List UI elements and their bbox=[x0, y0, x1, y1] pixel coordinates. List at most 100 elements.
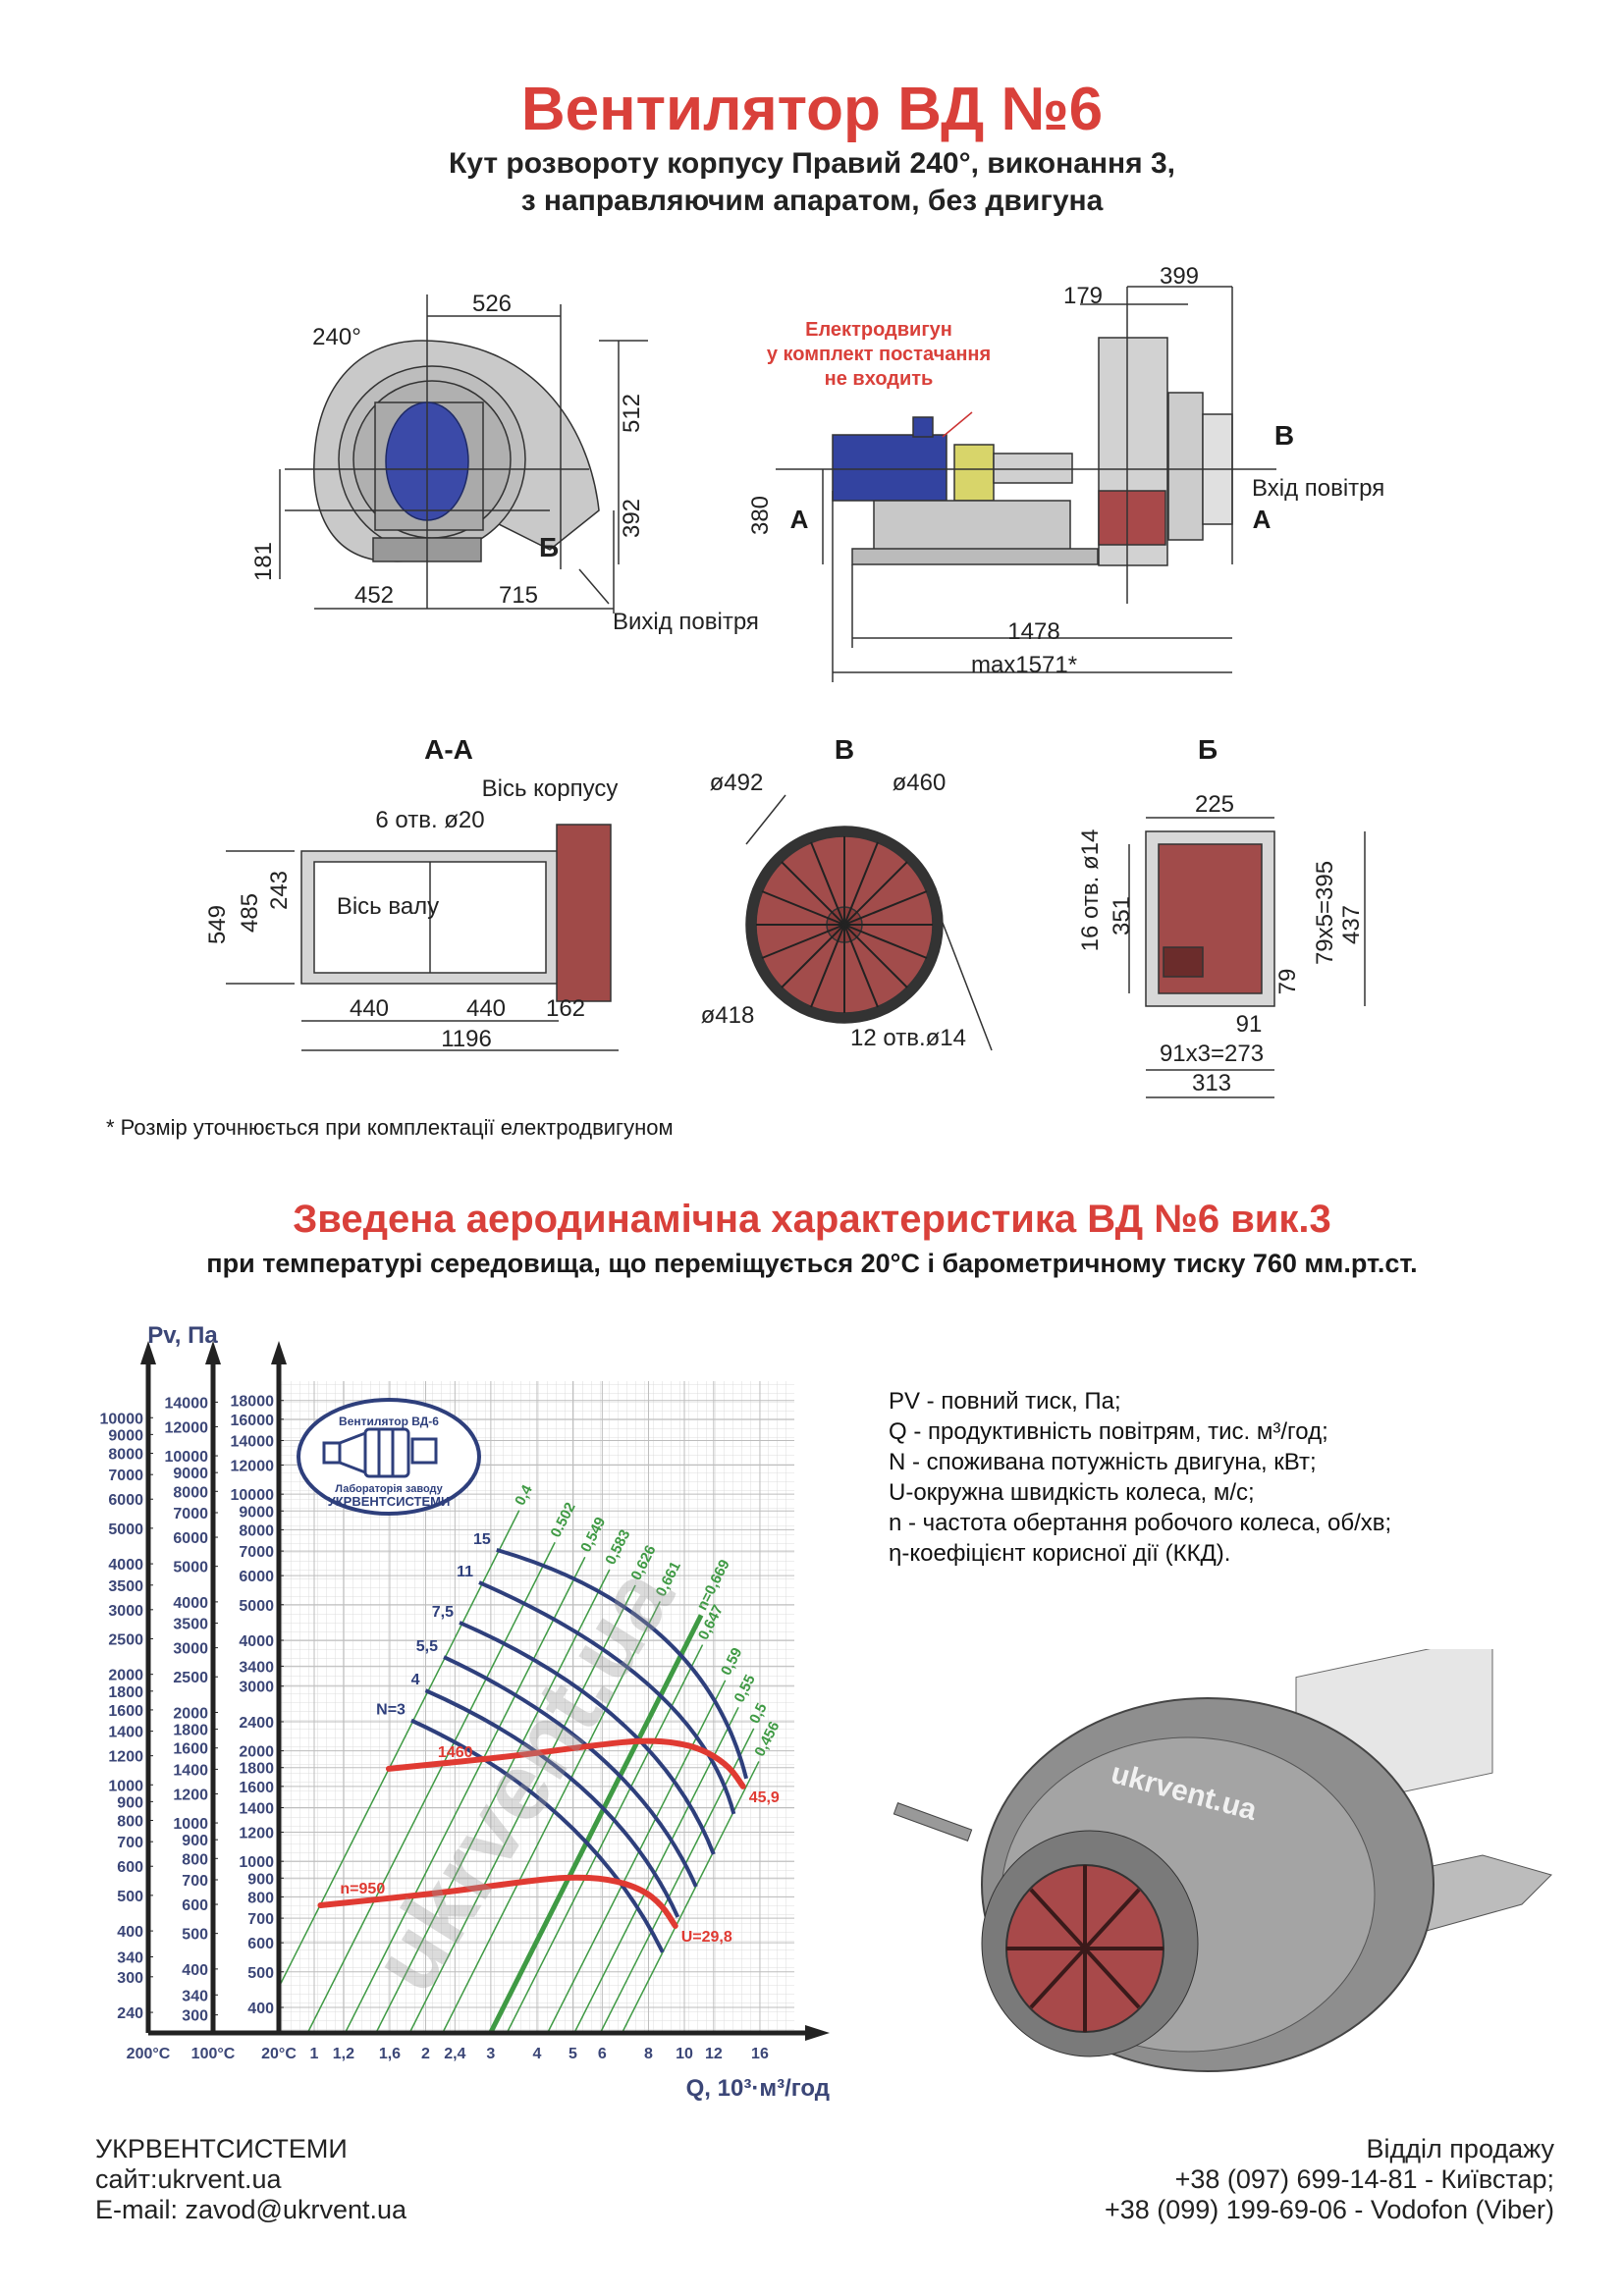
y-tick-label: 6000 bbox=[239, 1569, 274, 1585]
dim-273: 91х3=273 bbox=[1159, 1041, 1265, 1067]
y-tick-label: 700 bbox=[117, 1835, 143, 1851]
power-curve bbox=[443, 1655, 698, 1888]
legend-item-rpm: n - частота обертання робочого колеса, о… bbox=[889, 1510, 1392, 1536]
temp-axis-label: 200°C bbox=[127, 2046, 171, 2062]
x-tick-label: 1,6 bbox=[379, 2046, 401, 2062]
holes-aa-label: 6 отв. ø20 bbox=[375, 807, 485, 833]
x-axis-arrow-icon bbox=[805, 2025, 830, 2041]
dim-91: 91 bbox=[1235, 1011, 1263, 1038]
efficiency-line bbox=[344, 1556, 586, 2034]
footer-right: Відділ продажу +38 (097) 699-14-81 - Киї… bbox=[1105, 2134, 1554, 2225]
axis-housing-label: Вісь корпусу bbox=[481, 775, 619, 802]
y-tick-label: 7000 bbox=[239, 1544, 274, 1561]
y-tick-label: 900 bbox=[182, 1833, 208, 1849]
y-tick-label: 9000 bbox=[108, 1427, 143, 1444]
y-tick-label: 400 bbox=[247, 2001, 274, 2017]
x-tick-label: 1 bbox=[310, 2046, 319, 2062]
y-axis-arrow-icon bbox=[205, 1341, 221, 1364]
y-tick-label: 3000 bbox=[239, 1680, 274, 1696]
inlet-label: Вхід повітря bbox=[1252, 475, 1385, 502]
dim-440-a: 440 bbox=[349, 995, 390, 1022]
y-tick-label: 2400 bbox=[239, 1715, 274, 1732]
sales-label: Відділ продажу bbox=[1366, 2134, 1554, 2163]
power-curve bbox=[478, 1580, 736, 1815]
y-tick-label: 500 bbox=[117, 1889, 143, 1905]
y-tick-label: 3000 bbox=[173, 1641, 208, 1658]
efficiency-line bbox=[546, 1680, 727, 2034]
y-tick-label: 2000 bbox=[108, 1668, 143, 1684]
y-tick-label: 1400 bbox=[108, 1725, 143, 1741]
legend: PV - повний тиск, Па; Q - продуктивність… bbox=[889, 1386, 1391, 1569]
y-tick-label: 500 bbox=[247, 1965, 274, 1982]
efficiency-line bbox=[441, 1601, 661, 2034]
y-tick-label: 900 bbox=[247, 1871, 274, 1888]
y-tick-label: 5000 bbox=[239, 1598, 274, 1615]
x-tick-label: 1,2 bbox=[333, 2046, 354, 2062]
efficiency-line bbox=[408, 1584, 636, 2034]
subtitle-line-1: Кут розвороту корпусу Правий 240°, викон… bbox=[448, 147, 1175, 180]
dim-162: 162 bbox=[545, 995, 586, 1022]
y-tick-label: 1400 bbox=[173, 1762, 208, 1779]
axis-shaft-label: Вісь валу bbox=[336, 893, 440, 920]
dim-1478: 1478 bbox=[1007, 618, 1060, 645]
dim-395: 79х5=395 bbox=[1312, 860, 1338, 966]
y-tick-label: 6000 bbox=[108, 1492, 143, 1509]
y-axis-arrow-icon bbox=[140, 1341, 156, 1364]
footer-left: УКРВЕНТСИСТЕМИ сайт:ukrvent.ua E-mail: z… bbox=[95, 2134, 406, 2225]
performance-chart: Вентилятор ВД-6 Лабораторія заводу УКРВЕ… bbox=[100, 1322, 830, 2102]
dim-437: 437 bbox=[1338, 904, 1365, 945]
phone-kyivstar[interactable]: +38 (097) 699-14-81 - Київстар; bbox=[1174, 2164, 1554, 2194]
site-link[interactable]: сайт:ukrvent.ua bbox=[95, 2164, 282, 2194]
y-tick-label: 2500 bbox=[173, 1670, 208, 1686]
section-aa-title: А-А bbox=[424, 734, 473, 765]
dim-492: ø492 bbox=[709, 770, 764, 796]
power-curve bbox=[496, 1548, 749, 1780]
phone-vodafone[interactable]: +38 (099) 199-69-06 - Vodofon (Viber) bbox=[1104, 2195, 1554, 2224]
mark-a-right: А bbox=[1252, 505, 1272, 534]
y-tick-label: 4000 bbox=[239, 1633, 274, 1650]
y-tick-label: 400 bbox=[117, 1924, 143, 1941]
y-tick-label: 9000 bbox=[173, 1466, 208, 1482]
power-curve-label: 7,5 bbox=[432, 1604, 454, 1621]
chart-section-title: Зведена аеродинамічна характеристика ВД … bbox=[293, 1198, 1331, 1241]
y-tick-label: 12000 bbox=[231, 1459, 275, 1475]
y-tick-label: 1600 bbox=[239, 1780, 274, 1796]
dim-181: 181 bbox=[250, 541, 277, 582]
motor-note-3: не входить bbox=[824, 368, 934, 390]
y-tick-label: 8000 bbox=[239, 1522, 274, 1539]
dim-715: 715 bbox=[498, 582, 539, 609]
dim-max1571: max1571* bbox=[970, 652, 1078, 678]
x-tick-label: 3 bbox=[486, 2046, 495, 2062]
legend-item-n: N - споживана потужність двигуна, кВт; bbox=[889, 1449, 1317, 1475]
section-bb-title: Б bbox=[1197, 734, 1218, 765]
email-link[interactable]: E-mail: zavod@ukrvent.ua bbox=[95, 2195, 407, 2224]
y-tick-label: 1000 bbox=[108, 1778, 143, 1794]
y-tick-label: 700 bbox=[182, 1873, 208, 1890]
y-tick-label: 12000 bbox=[165, 1419, 209, 1436]
y-tick-label: 400 bbox=[182, 1962, 208, 1979]
y-tick-label: 1800 bbox=[108, 1684, 143, 1701]
dim-460: ø460 bbox=[892, 770, 947, 796]
y-tick-label: 10000 bbox=[100, 1411, 144, 1427]
dim-225: 225 bbox=[1194, 791, 1235, 818]
dim-485: 485 bbox=[237, 892, 263, 934]
y-tick-label: 1000 bbox=[173, 1816, 208, 1833]
dim-392: 392 bbox=[619, 498, 645, 539]
holes-bb-label: 16 отв. ø14 bbox=[1077, 828, 1104, 952]
x-tick-label: 16 bbox=[751, 2046, 769, 2062]
power-curve-label: 4 bbox=[411, 1672, 420, 1688]
y-tick-label: 300 bbox=[182, 2008, 208, 2025]
dim-380: 380 bbox=[747, 495, 774, 536]
power-curve-label: N=3 bbox=[376, 1702, 406, 1719]
y-tick-label: 900 bbox=[117, 1794, 143, 1811]
dim-440-b: 440 bbox=[465, 995, 507, 1022]
y-tick-label: 9000 bbox=[239, 1504, 274, 1521]
fan-3d-illustration: ukrvent.ua bbox=[893, 1649, 1552, 2072]
power-curve-label: 15 bbox=[473, 1531, 491, 1548]
y-tick-label: 10000 bbox=[231, 1487, 275, 1504]
power-curve bbox=[410, 1718, 665, 1953]
power-curve bbox=[424, 1688, 680, 1918]
y-tick-label: 7000 bbox=[173, 1506, 208, 1522]
x-tick-label: 8 bbox=[644, 2046, 653, 2062]
legend-item-u: U-окружна швидкість колеса, м/с; bbox=[889, 1479, 1255, 1506]
